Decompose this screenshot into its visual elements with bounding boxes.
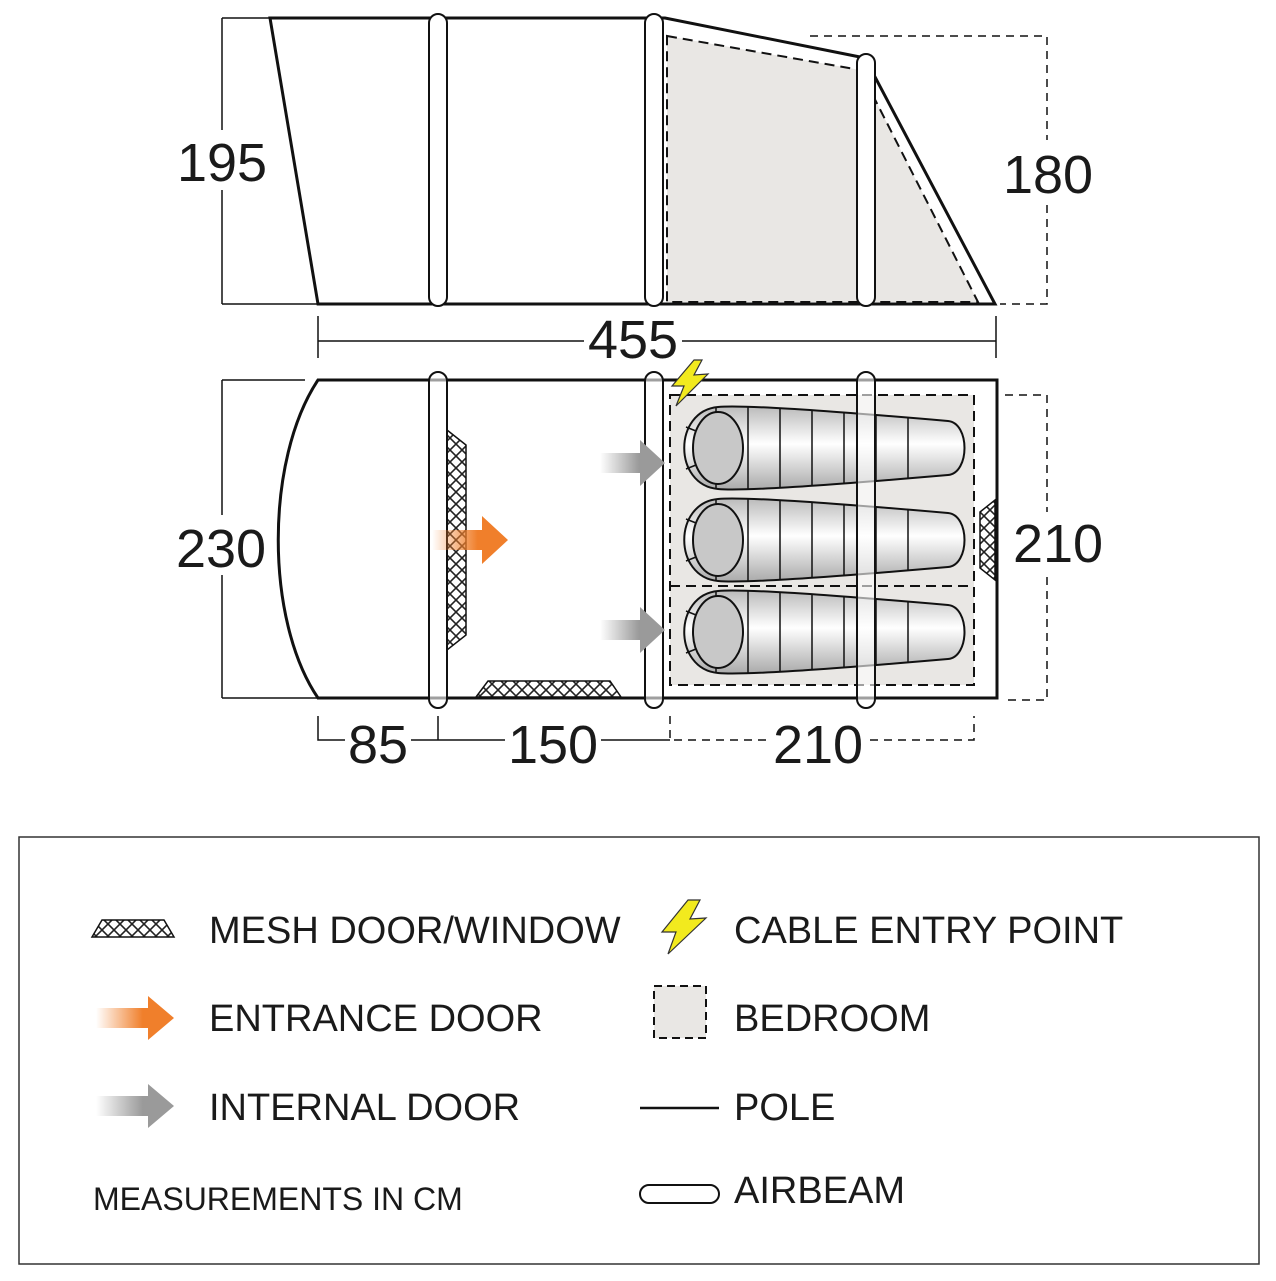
dimension-bedroom-width: 210 bbox=[1013, 514, 1103, 574]
legend-box bbox=[18, 836, 1260, 1265]
floor-plan: 230 210 85 150 210 bbox=[172, 359, 1108, 775]
side-view: 195 180 455 bbox=[172, 13, 1096, 370]
internal-door-arrow-icon bbox=[600, 607, 665, 653]
internal-legend-arrow-icon bbox=[96, 1084, 174, 1128]
mesh-window-right bbox=[979, 498, 996, 582]
mesh-window-bottom bbox=[474, 680, 623, 698]
airbeam bbox=[644, 13, 664, 307]
airbeam bbox=[644, 371, 664, 709]
dimension-total-length: 455 bbox=[588, 310, 678, 370]
airbeam bbox=[856, 371, 876, 709]
legend-mesh-label: MESH DOOR/WINDOW bbox=[209, 910, 621, 952]
dimension-living-length: 150 bbox=[508, 715, 598, 775]
airbeam bbox=[428, 13, 448, 307]
airbeam-legend-icon bbox=[639, 1184, 720, 1204]
legend-units-label: MEASUREMENTS IN CM bbox=[93, 1181, 463, 1217]
dimension-front-height: 195 bbox=[177, 133, 267, 193]
legend: MESH DOOR/WINDOW ENTRANCE DOOR INTERNAL … bbox=[18, 836, 1260, 1265]
cable-legend-bolt-icon bbox=[660, 899, 708, 955]
dimension-line-bedroom-width bbox=[1005, 394, 1048, 701]
mesh-legend-icon bbox=[90, 919, 176, 938]
legend-bedroom-label: BEDROOM bbox=[734, 998, 930, 1040]
bedroom-side-area bbox=[666, 34, 980, 303]
dimension-front-width: 230 bbox=[176, 519, 266, 579]
legend-pole-label: POLE bbox=[734, 1087, 835, 1129]
dimension-bedroom-length: 210 bbox=[773, 715, 863, 775]
legend-cable-label: CABLE ENTRY POINT bbox=[734, 910, 1123, 952]
entrance-legend-arrow-icon bbox=[96, 996, 174, 1040]
bedroom-legend-icon bbox=[653, 985, 707, 1039]
legend-airbeam-label: AIRBEAM bbox=[734, 1170, 905, 1212]
sleeping-bag bbox=[683, 497, 966, 583]
airbeam bbox=[856, 53, 876, 307]
sleeping-bag bbox=[683, 405, 966, 491]
sleeping-bag bbox=[683, 589, 966, 675]
entrance-door-arrow-icon bbox=[432, 516, 508, 564]
dimension-porch-length: 85 bbox=[348, 715, 408, 775]
dimension-rear-height: 180 bbox=[1003, 145, 1093, 205]
legend-internal-label: INTERNAL DOOR bbox=[209, 1087, 520, 1129]
cable-entry-bolt-icon bbox=[670, 359, 710, 407]
legend-entrance-label: ENTRANCE DOOR bbox=[209, 998, 543, 1040]
internal-door-arrow-icon bbox=[600, 440, 665, 486]
